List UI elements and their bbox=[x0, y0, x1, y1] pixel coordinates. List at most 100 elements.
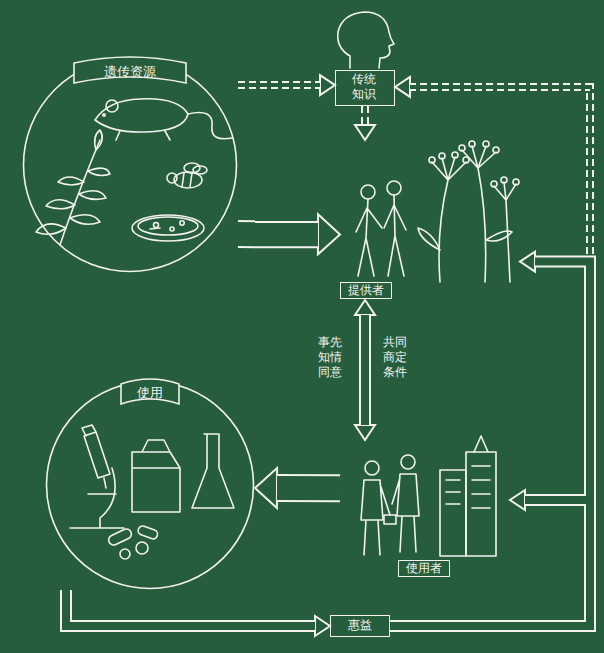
node-label: 提供者 bbox=[340, 282, 392, 299]
banner-title: 遗传资源 bbox=[80, 64, 180, 79]
bee-head bbox=[167, 173, 177, 183]
flower-head bbox=[429, 157, 435, 163]
circle-outline bbox=[24, 59, 237, 272]
ribbon-banner bbox=[121, 379, 179, 404]
pill bbox=[120, 549, 130, 559]
milk-carton bbox=[132, 440, 180, 512]
use-circle: 使用 bbox=[45, 380, 255, 590]
briefcase bbox=[384, 515, 396, 524]
person-body bbox=[361, 480, 390, 555]
person-head bbox=[365, 461, 379, 475]
fern-leaf bbox=[58, 177, 84, 185]
knowledge-box: 传统知识 bbox=[335, 70, 395, 106]
arrow-fill bbox=[363, 106, 367, 125]
arrow-fill bbox=[390, 262, 590, 626]
user-people bbox=[361, 455, 419, 555]
bee-stripes bbox=[182, 173, 192, 187]
node-label: 惠益 bbox=[331, 618, 388, 633]
circle-outline bbox=[45, 380, 255, 590]
colony-dot bbox=[154, 223, 159, 228]
flow-arrow bbox=[390, 87, 590, 626]
flow-arrow bbox=[238, 220, 318, 248]
rat-body bbox=[95, 99, 188, 132]
flow-arrow bbox=[390, 500, 590, 626]
provider-plants bbox=[418, 141, 519, 282]
microscope bbox=[70, 425, 124, 528]
building bbox=[466, 452, 496, 556]
flow-arrow bbox=[66, 590, 315, 626]
node-label: 使用者 bbox=[398, 560, 450, 577]
lab-items bbox=[70, 425, 234, 559]
arrow-fill bbox=[390, 87, 590, 626]
person-body bbox=[384, 195, 406, 276]
umbel-plant bbox=[432, 157, 466, 282]
flow-arrow bbox=[359, 315, 371, 425]
bee-wing bbox=[184, 163, 200, 173]
dish-inner bbox=[138, 217, 198, 235]
colony-streak bbox=[150, 228, 160, 229]
flask bbox=[192, 434, 234, 508]
person-body bbox=[356, 199, 382, 276]
ribbon-banner bbox=[74, 57, 186, 83]
side-label: 共同商定条件 bbox=[381, 335, 409, 380]
resource-circle: 遗传资源 bbox=[22, 57, 238, 273]
rat-drawing bbox=[95, 99, 232, 140]
person-head bbox=[361, 185, 375, 199]
fern-stem bbox=[60, 140, 100, 245]
flow-arrow bbox=[390, 262, 590, 626]
fern-drawing bbox=[36, 130, 110, 245]
user-city bbox=[440, 436, 496, 556]
flow-arrow bbox=[238, 81, 320, 89]
benefit-box: 惠益 bbox=[330, 615, 390, 637]
flow-arrow bbox=[277, 474, 340, 502]
person-body bbox=[392, 474, 419, 552]
arrow-fill bbox=[66, 590, 315, 626]
flower-head bbox=[469, 141, 475, 147]
dish-rim bbox=[132, 215, 204, 241]
head-silhouette bbox=[338, 12, 394, 68]
bee-drawing bbox=[167, 163, 207, 188]
rat-eye bbox=[103, 114, 105, 116]
fern-leaf bbox=[79, 191, 106, 200]
flower-head bbox=[459, 145, 465, 151]
provider-group: 提供者 bbox=[340, 140, 520, 300]
flower-head bbox=[513, 179, 519, 185]
node-label: 传统知识 bbox=[350, 72, 378, 102]
arrow-fill bbox=[277, 476, 340, 500]
flower-head bbox=[501, 177, 507, 183]
colony-dot bbox=[170, 227, 174, 231]
edge-label: 事先知情同意 bbox=[316, 335, 344, 380]
arrow-fill bbox=[390, 500, 590, 626]
provider-people bbox=[356, 181, 406, 276]
fern-leaf bbox=[36, 224, 66, 234]
capsule bbox=[137, 525, 159, 540]
arrow-fill bbox=[238, 222, 318, 246]
fern-leaf bbox=[95, 130, 103, 150]
fern-leaf bbox=[46, 200, 75, 209]
flower-head bbox=[491, 181, 497, 187]
rat-ear bbox=[106, 100, 118, 112]
umbel-plant bbox=[462, 146, 496, 282]
pill bbox=[136, 542, 148, 554]
fern-leaf bbox=[70, 215, 100, 224]
banner-title: 使用 bbox=[125, 385, 175, 400]
capsule bbox=[107, 527, 133, 546]
arrow-fill bbox=[238, 83, 320, 87]
person-head bbox=[387, 181, 401, 195]
building-windows bbox=[446, 466, 490, 508]
rat-legs bbox=[116, 131, 170, 140]
flower-head bbox=[493, 147, 499, 153]
person-head bbox=[401, 455, 415, 469]
flower-head bbox=[483, 141, 489, 147]
building-spire bbox=[474, 436, 488, 452]
circle-outline bbox=[22, 57, 238, 273]
plant-leaf bbox=[418, 228, 512, 250]
bee-wing bbox=[193, 166, 207, 174]
flow-arrow bbox=[361, 106, 369, 125]
colony-dot bbox=[180, 221, 184, 225]
user-group: 使用者 bbox=[340, 440, 510, 578]
flower-head bbox=[439, 153, 445, 159]
circle-outline bbox=[47, 382, 254, 589]
arrow-fill bbox=[361, 315, 369, 425]
